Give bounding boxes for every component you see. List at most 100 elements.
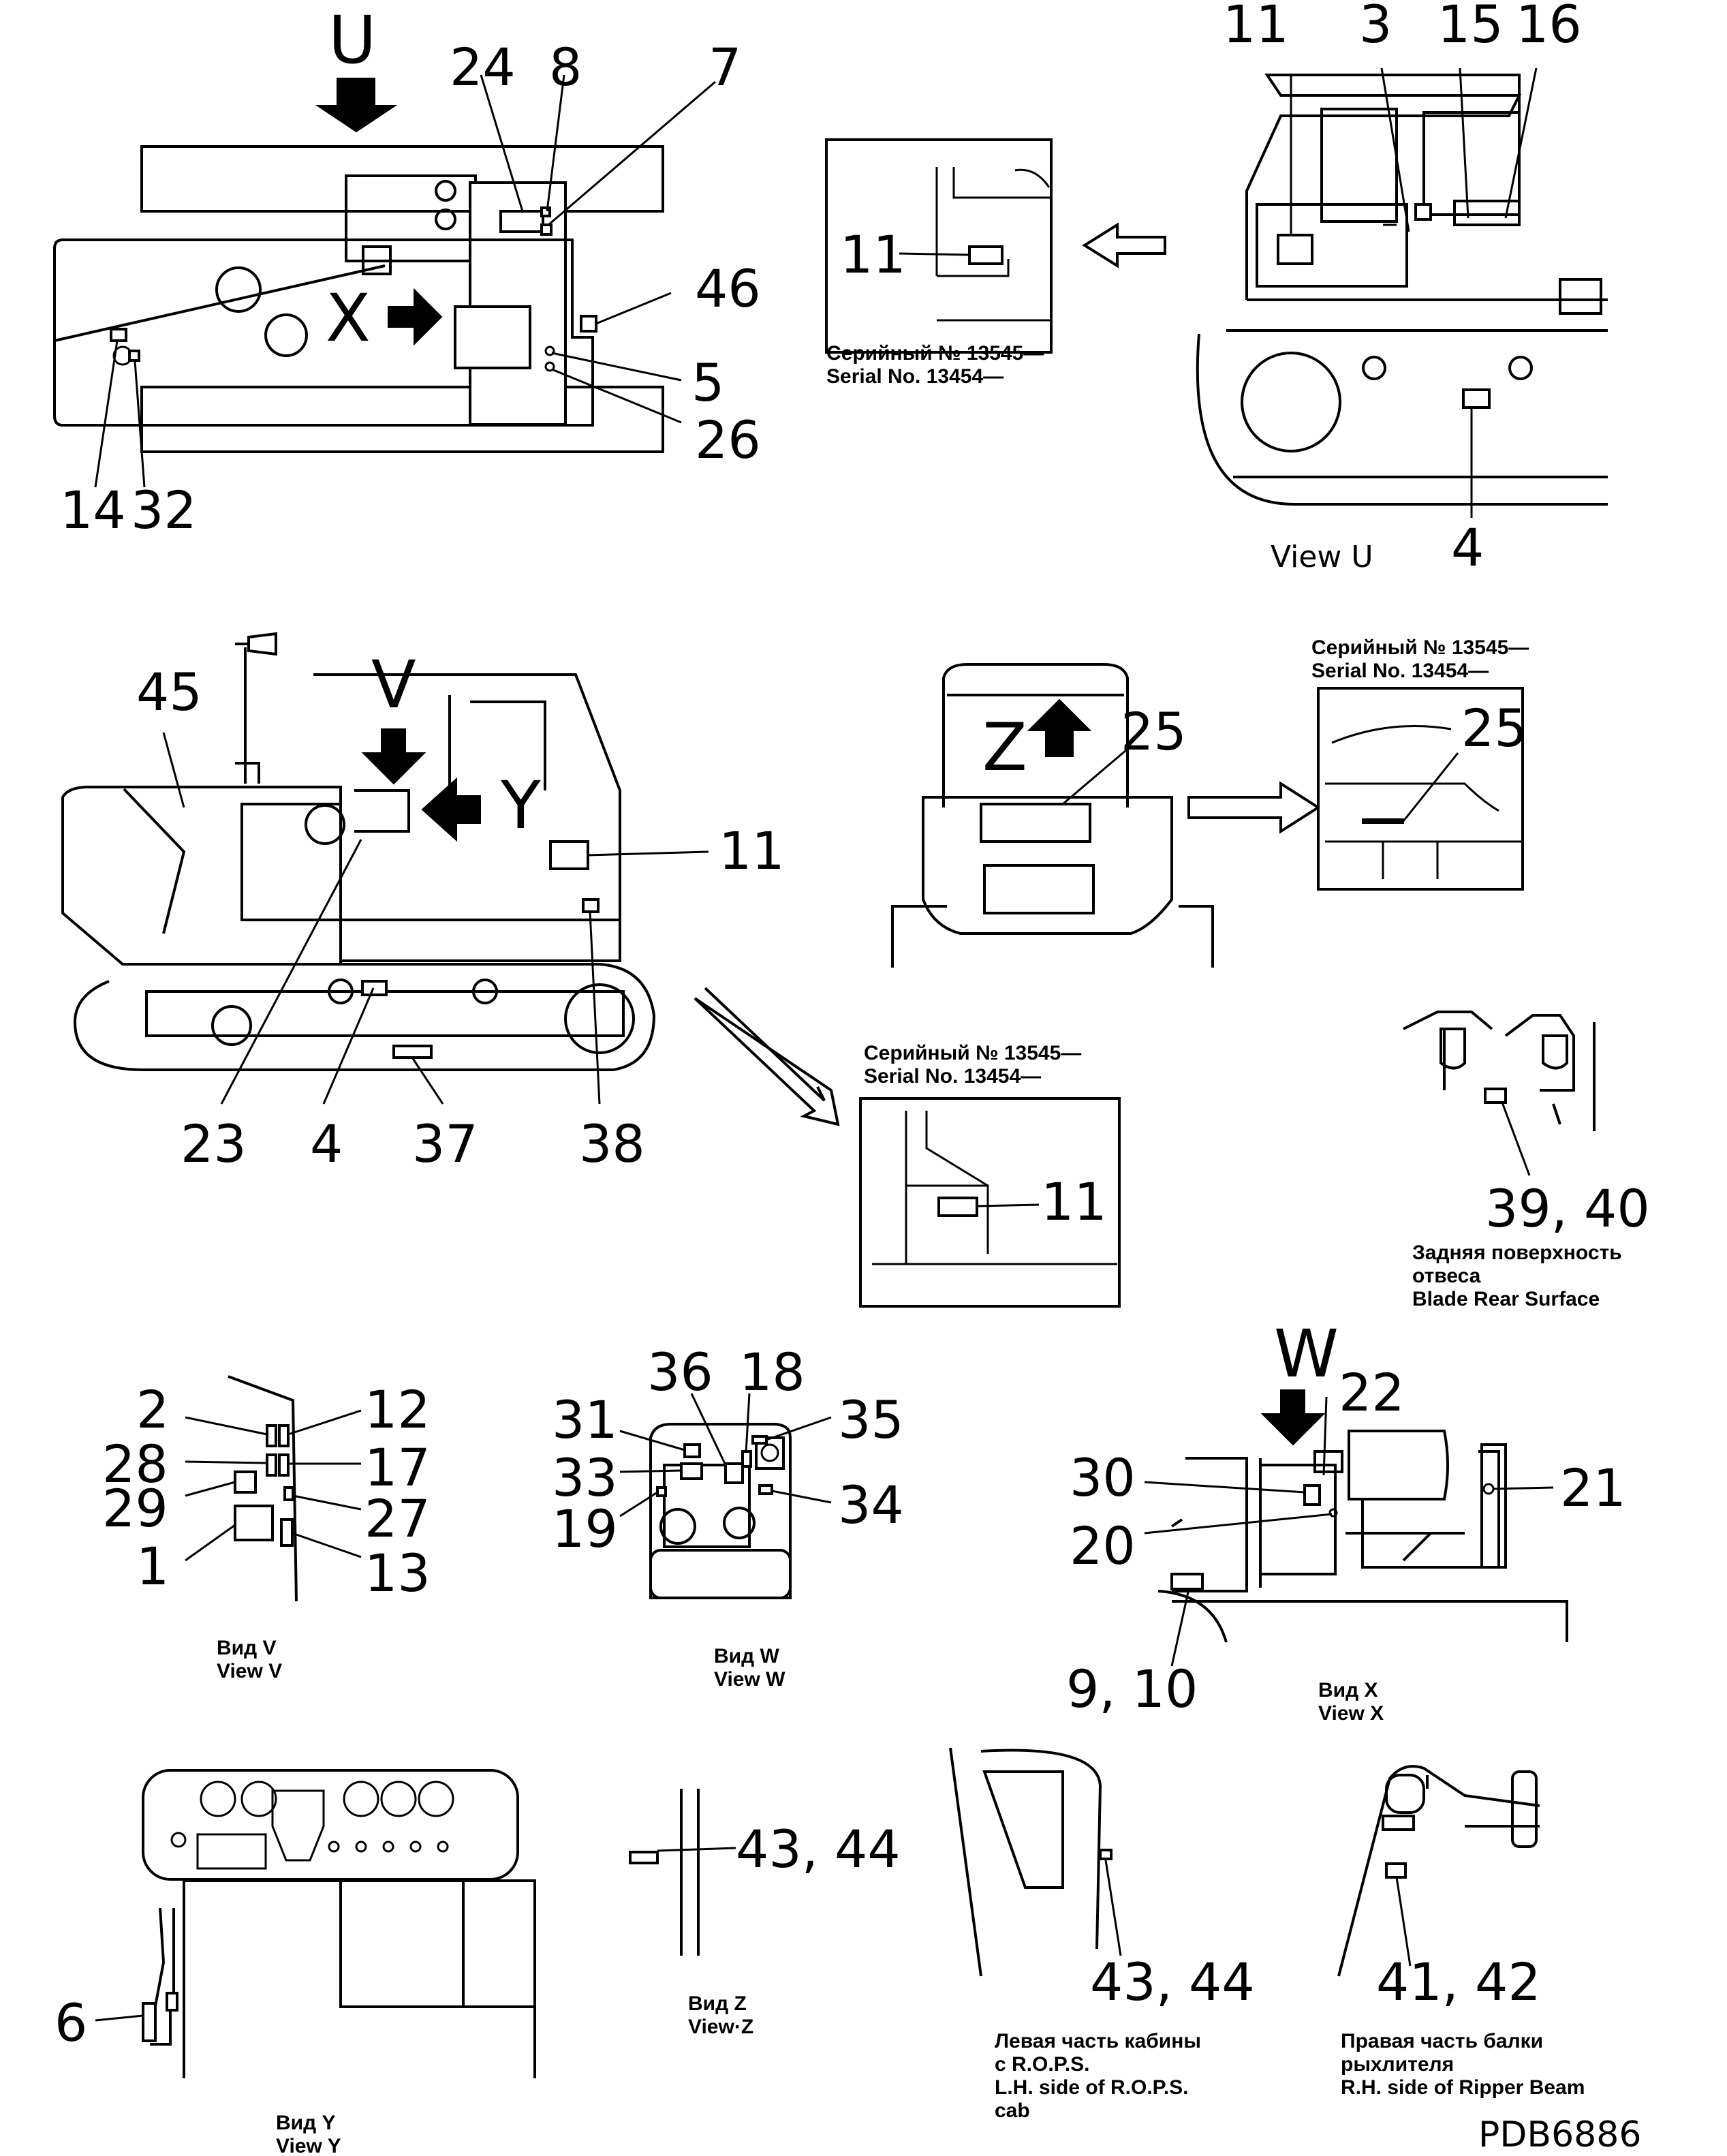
view-x-caption-ru: Вид X (1318, 1679, 1378, 1701)
view-v-callout-2: 2 (136, 1379, 169, 1440)
inset-1-serial-en: Serial No. 13454— (826, 365, 1003, 388)
view-x-callout-9-10: 9, 10 (1066, 1659, 1198, 1719)
arrow-z-icon (1027, 698, 1092, 757)
ripper-caption-2: рыхлителя (1341, 2053, 1454, 2076)
side-callout-38: 38 (579, 1113, 645, 1174)
view-w-callout-19: 19 (552, 1498, 618, 1559)
cab-caption-4: cab (995, 2099, 1030, 2122)
side-callout-45: 45 (136, 662, 202, 722)
arrow-x-icon (388, 288, 443, 346)
view-y-callout-6: 6 (55, 1992, 87, 2053)
view-u-callout-16: 16 (1516, 0, 1582, 55)
callout-46: 46 (695, 258, 761, 319)
inset-3-frame: Серийный № 13545— Serial No. 13454— 11 (694, 987, 1121, 1308)
cab-caption-3: L.H. side of R.O.P.S. (995, 2076, 1189, 2099)
view-x-callout-22: 22 (1339, 1362, 1405, 1423)
inset-2-serial-en: Serial No. 13454— (1311, 660, 1489, 682)
arrow-w-icon (1260, 1389, 1326, 1446)
view-u-callout-15: 15 (1437, 0, 1504, 55)
side-view-machine: V Y 45 11 23 4 37 38 (61, 632, 785, 1174)
arrow-hollow-left-icon (1082, 222, 1166, 268)
callout-24: 24 (450, 37, 516, 97)
cab-caption-1: Левая часть кабины (995, 2030, 1201, 2052)
view-v-callout-17: 17 (364, 1437, 431, 1498)
side-callout-37: 37 (412, 1113, 478, 1174)
top-view-machine: U X 24 8 7 46 5 2 (53, 2, 761, 540)
view-x-caption-en: View X (1318, 1702, 1384, 1725)
cab-caption-2: с R.O.P.S. (995, 2053, 1090, 2076)
view-w-callout-35: 35 (838, 1389, 904, 1450)
callout-7: 7 (709, 37, 741, 97)
rear-view-callout-25: 25 (1121, 701, 1187, 762)
view-z-callout-43-44: 43, 44 (736, 1819, 901, 1879)
view-letter-w: W (1274, 1316, 1339, 1392)
blade-caption-2: отвеса (1412, 1265, 1481, 1287)
view-y: 6 Вид Y View Y (55, 1769, 536, 2156)
callout-5: 5 (691, 352, 724, 413)
view-u-caption: View U (1271, 540, 1373, 574)
view-y-caption-ru: Вид Y (276, 2112, 336, 2134)
arrow-u-icon (315, 78, 398, 133)
view-u-callout-11: 11 (1223, 0, 1289, 55)
view-v: 2 12 28 17 29 27 1 13 Вид V View V (102, 1375, 431, 1682)
callout-26: 26 (695, 410, 761, 470)
ripper-beam-side: 41, 42 Правая часть балки рыхлителя R.H.… (1337, 1765, 1585, 2099)
view-w-caption-ru: Вид W (714, 1645, 779, 1667)
view-letter-z: Z (982, 709, 1027, 786)
rops-cab-side: 43, 44 Левая часть кабины с R.O.P.S. L.H… (949, 1747, 1255, 2122)
inset-2-serial-ru: Серийный № 13545— (1311, 636, 1529, 659)
inset-2-rear-detail: Серийный № 13545— Serial No. 13454— 25 (1311, 636, 1529, 891)
view-w-caption-en: View W (714, 1668, 785, 1691)
view-x-callout-20: 20 (1070, 1515, 1136, 1576)
view-v-callout-27: 27 (364, 1488, 431, 1549)
callout-32: 32 (131, 480, 197, 540)
view-z: 43, 44 Вид Z View·Z (629, 1789, 901, 2038)
inset-1-callout-11: 11 (840, 224, 906, 285)
inset-1-rear-frame: 11 Серийный № 13545— Serial No. 13454— (825, 138, 1166, 388)
drawing-code: PDB6886 (1478, 2114, 1641, 2155)
view-letter-x: X (326, 280, 371, 356)
view-w-callout-33: 33 (552, 1447, 618, 1508)
ripper-caption-3: R.H. side of Ripper Beam (1341, 2076, 1585, 2099)
inset-3-callout-11: 11 (1041, 1171, 1107, 1232)
rear-view-z: Z 11 25 (891, 663, 1321, 968)
inset-2-callout-25: 25 (1461, 698, 1527, 758)
callout-8: 8 (549, 37, 582, 97)
view-w-callout-34: 34 (838, 1475, 904, 1535)
arrow-y-icon (421, 777, 481, 842)
view-w-callout-31: 31 (552, 1389, 618, 1450)
inset-3-serial-ru: Серийный № 13545— (864, 1042, 1081, 1064)
view-u: 11 3 15 16 4 View U (1196, 0, 1608, 578)
view-letter-y: Y (500, 767, 541, 844)
blade-callout-39-40: 39, 40 (1485, 1178, 1650, 1239)
inset-1-serial-ru: Серийный № 13545— (826, 342, 1044, 365)
view-v-caption-ru: Вид V (217, 1637, 277, 1659)
view-x-callout-30: 30 (1070, 1447, 1136, 1508)
view-y-caption-en: View Y (276, 2135, 341, 2156)
view-v-callout-29: 29 (102, 1478, 168, 1539)
view-v-callout-13: 13 (364, 1543, 431, 1603)
side-callout-11: 11 (719, 820, 785, 881)
callout-14: 14 (60, 480, 126, 540)
arrow-v-icon (361, 728, 426, 785)
arrow-hollow-diagonal-icon (694, 987, 840, 1126)
view-letter-v: V (371, 647, 416, 723)
view-w: 36 18 35 31 33 34 19 Вид W View W (552, 1342, 904, 1691)
inset-3-serial-en: Serial No. 13454— (864, 1065, 1041, 1088)
side-callout-4: 4 (310, 1113, 343, 1174)
arrow-hollow-right-icon (1187, 781, 1321, 834)
view-u-callout-3: 3 (1359, 0, 1392, 55)
blade-caption-3: Blade Rear Surface (1412, 1288, 1600, 1310)
view-z-caption-ru: Вид Z (688, 1992, 747, 2015)
side-callout-23: 23 (181, 1113, 247, 1174)
view-w-callout-36: 36 (647, 1342, 713, 1402)
ripper-callout-41-42: 41, 42 (1376, 1952, 1541, 2012)
view-u-callout-4: 4 (1451, 517, 1484, 578)
view-z-caption-en: View·Z (688, 2016, 753, 2038)
view-x-callout-21: 21 (1560, 1458, 1626, 1518)
ripper-caption-1: Правая часть балки (1341, 2030, 1543, 2052)
view-letter-u: U (328, 2, 376, 78)
view-w-callout-18: 18 (739, 1342, 805, 1402)
blade-caption-1: Задняя поверхность (1412, 1242, 1622, 1264)
